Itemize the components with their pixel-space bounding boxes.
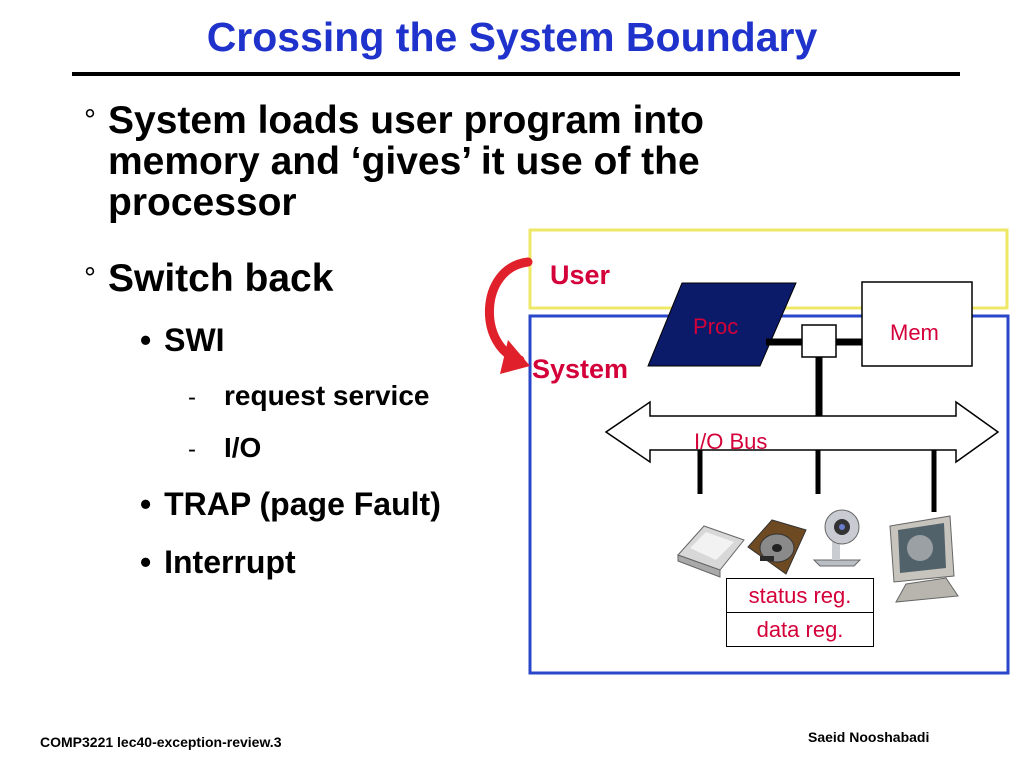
sub-sub-bullet-request-service: - request service: [188, 380, 429, 412]
sub-bullet-text: TRAP (page Fault): [164, 486, 441, 522]
sub-sub-bullet-text: I/O: [224, 432, 262, 463]
footer-course-ref: COMP3221 lec40-exception-review.3: [40, 734, 282, 750]
scanner-icon: [677, 525, 745, 578]
system-label: System: [532, 354, 628, 384]
sub-sub-bullet-io: - I/O: [188, 432, 261, 464]
dash-marker: -: [188, 384, 196, 411]
sub-bullet-trap: • TRAP (page Fault): [140, 486, 441, 523]
device-registers: status reg. data reg.: [726, 578, 874, 647]
data-register: data reg.: [727, 612, 873, 646]
bullet-marker: °: [84, 104, 96, 137]
mem-label: Mem: [890, 320, 939, 345]
sub-bullet-marker: •: [140, 544, 152, 580]
slide-title: Crossing the System Boundary: [206, 14, 818, 60]
sub-bullet-swi: • SWI: [140, 322, 225, 359]
bullet-2-text: Switch back: [108, 257, 334, 300]
sub-sub-bullet-text: request service: [224, 380, 430, 411]
hard-drive-icon: [747, 519, 807, 575]
sub-bullet-text: Interrupt: [164, 544, 296, 580]
title-underline: [72, 72, 960, 76]
user-label: User: [550, 260, 611, 290]
io-bus-arrow: [604, 400, 1000, 464]
dash-marker: -: [188, 436, 196, 463]
bullet-1-line-1: System loads user program into: [108, 99, 704, 142]
bullet-marker: °: [84, 262, 96, 295]
bullet-1-line-3: processor: [108, 181, 297, 224]
status-register: status reg.: [748, 583, 852, 608]
sub-bullet-text: SWI: [164, 322, 225, 358]
sub-bullet-marker: •: [140, 322, 152, 358]
bridge-box: [801, 324, 837, 358]
bullet-1-line-2: memory and ‘gives’ it use of the: [108, 140, 700, 183]
io-bus-label: I/O Bus: [694, 429, 767, 454]
mode-switch-arrow: [485, 257, 533, 374]
footer-author: Saeid Nooshabadi: [808, 729, 930, 745]
sub-bullet-marker: •: [140, 486, 152, 522]
memory-box: [861, 281, 973, 367]
proc-label: Proc: [693, 314, 738, 339]
monitor-icon: [889, 515, 959, 603]
sub-bullet-interrupt: • Interrupt: [140, 544, 296, 581]
processor-box: [647, 282, 797, 367]
webcam-icon: [812, 509, 862, 567]
bullet-1-text: System loads user program into memory an…: [108, 100, 704, 223]
